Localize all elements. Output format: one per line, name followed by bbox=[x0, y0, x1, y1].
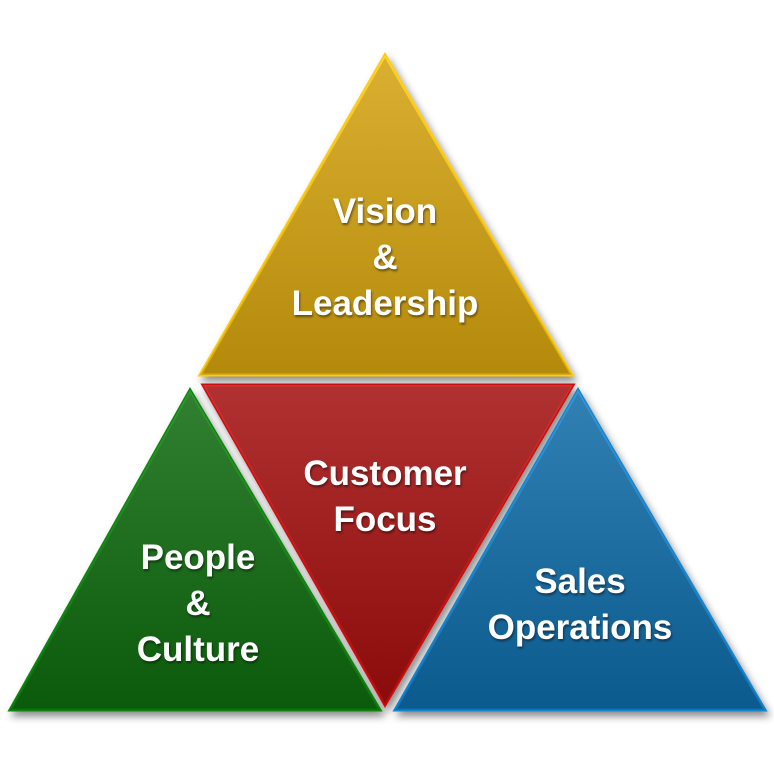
sales-operations-label: Sales Operations bbox=[430, 559, 730, 651]
label-line: Customer bbox=[303, 454, 467, 493]
bevel-overlay bbox=[395, 390, 765, 710]
people-culture-label: People & Culture bbox=[48, 535, 348, 673]
bevel-overlay bbox=[200, 55, 572, 375]
label-line: Leadership bbox=[291, 284, 479, 323]
label-line: Focus bbox=[333, 500, 437, 539]
customer-focus-label: Customer Focus bbox=[235, 451, 535, 543]
label-line: Culture bbox=[136, 630, 260, 669]
bevel-overlay bbox=[10, 390, 380, 710]
label-line: & bbox=[372, 238, 398, 277]
label-line: People bbox=[140, 538, 256, 577]
label-line: & bbox=[185, 584, 211, 623]
label-line: Sales bbox=[534, 562, 626, 601]
label-line: Operations bbox=[487, 608, 673, 647]
label-line: Vision bbox=[332, 192, 438, 231]
vision-leadership-label: Vision & Leadership bbox=[235, 189, 535, 327]
bevel-overlay bbox=[203, 385, 573, 705]
